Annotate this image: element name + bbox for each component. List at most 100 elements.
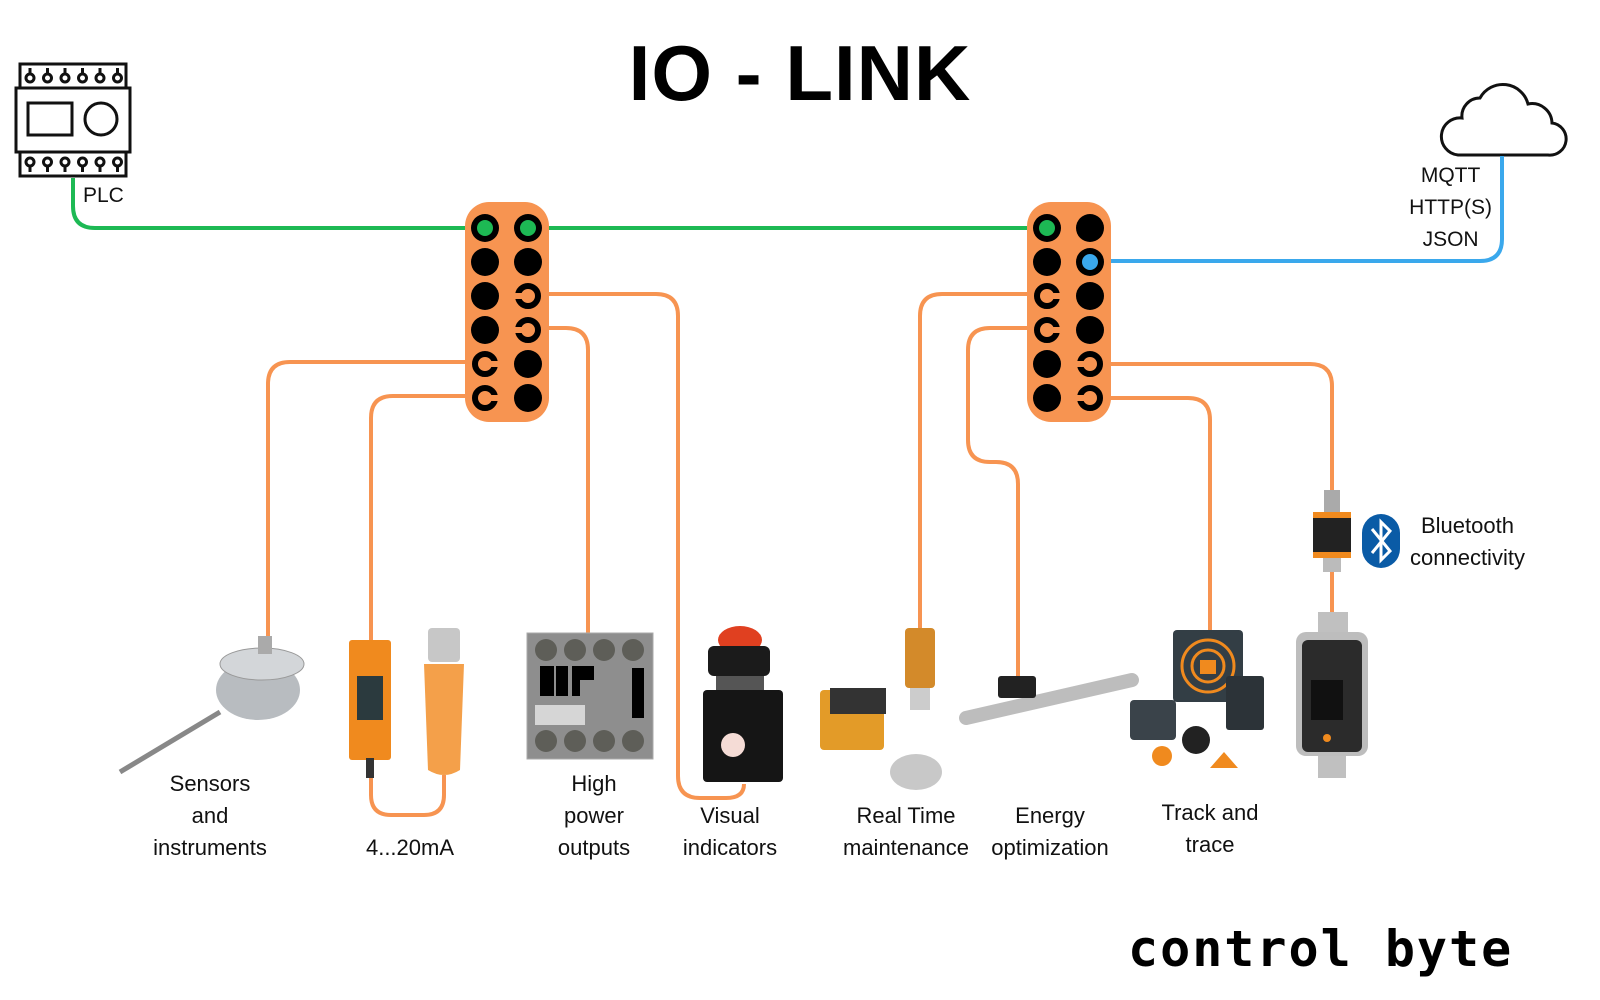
port-unused[interactable] <box>514 248 542 276</box>
port-connected[interactable] <box>1034 317 1063 343</box>
port-connector <box>477 220 493 236</box>
port-unused[interactable] <box>514 384 542 412</box>
wire-visual <box>528 292 746 800</box>
wire-master2-to-cloud <box>1090 156 1504 263</box>
io-link-master-2 <box>1027 202 1111 422</box>
label-line: instruments <box>153 835 267 860</box>
label-energy: Energy optimization <box>980 800 1120 864</box>
port-connected[interactable] <box>1074 385 1103 411</box>
label-line: indicators <box>682 835 778 860</box>
plc-label: PLC <box>83 184 124 207</box>
label-line: and <box>191 803 229 828</box>
bluetooth-adapter-icon <box>1313 490 1351 572</box>
bluetooth-icon <box>1362 514 1400 568</box>
port-unused[interactable] <box>1033 248 1061 276</box>
label-line: Visual <box>700 803 760 828</box>
flow-meter-icon <box>959 673 1139 725</box>
wire-maintenance <box>918 292 1046 630</box>
rfid-icon <box>1130 630 1264 768</box>
vibration-sensor-icon <box>820 628 942 790</box>
protocol-https: HTTP(S) <box>1409 196 1492 219</box>
label-analog: 4...20mA <box>340 832 480 864</box>
port-unused[interactable] <box>1033 350 1061 378</box>
port-connected[interactable] <box>472 351 501 377</box>
relay-terminal <box>535 639 557 661</box>
plc-icon <box>14 62 132 178</box>
wire-energy <box>966 326 1046 680</box>
label-line: trace <box>1185 832 1235 857</box>
cloud-icon <box>1439 82 1568 157</box>
protocol-mqtt: MQTT <box>1420 164 1481 187</box>
relay-terminal <box>564 730 586 752</box>
label-maintenance: Real Time maintenance <box>836 800 976 864</box>
port-connector <box>520 220 536 236</box>
wire-power <box>528 326 590 634</box>
label-bluetooth: Bluetooth connectivity <box>1410 510 1525 574</box>
wire-plc-to-master1 <box>71 178 485 230</box>
wire-track <box>1090 396 1212 632</box>
port-unused[interactable] <box>1076 316 1104 344</box>
plc-terminal <box>42 72 53 84</box>
plc-terminal <box>42 156 53 168</box>
wire-sensors <box>266 360 485 640</box>
label-line: 4...20mA <box>365 835 455 860</box>
control-byte-logo: control byte <box>1128 920 1514 978</box>
label-power: High power outputs <box>534 768 654 864</box>
plc-terminal <box>94 156 106 168</box>
port-unused[interactable] <box>1033 384 1061 412</box>
plc-terminal <box>94 72 106 84</box>
relay-terminal <box>564 639 586 661</box>
plc-terminal <box>112 156 123 168</box>
page-title: IO - LINK <box>628 29 972 117</box>
wire-analog <box>369 394 485 640</box>
relay-terminal <box>593 639 615 661</box>
label-line: power <box>564 803 624 828</box>
label-line: Track and <box>1161 800 1259 825</box>
port-unused[interactable] <box>1076 214 1104 242</box>
relay-terminal <box>622 639 644 661</box>
protocol-json: JSON <box>1422 228 1479 251</box>
port-connected[interactable] <box>512 317 541 343</box>
port-connected[interactable] <box>472 385 501 411</box>
label-line: Real Time <box>856 803 956 828</box>
port-unused[interactable] <box>471 248 499 276</box>
analog-converter-icon <box>349 628 464 778</box>
port-unused[interactable] <box>1076 282 1104 310</box>
indicator-light-icon <box>703 626 783 782</box>
device-wires <box>266 292 1334 817</box>
io-link-master-1 <box>465 202 549 422</box>
wire-analog-loop <box>369 770 446 817</box>
wire-bluetooth <box>1090 362 1334 490</box>
port-unused[interactable] <box>471 282 499 310</box>
label-sensors: Sensors and instruments <box>130 768 290 864</box>
label-line: Sensors <box>169 771 251 796</box>
label-line: Energy <box>1015 803 1085 828</box>
relay-terminal <box>593 730 615 752</box>
plc-terminal <box>77 72 88 84</box>
plc-terminal <box>24 72 36 84</box>
display-sensor-icon <box>1296 612 1368 778</box>
label-line: connectivity <box>1410 545 1525 570</box>
port-connector <box>1082 254 1098 270</box>
label-line: Bluetooth <box>1420 513 1514 538</box>
protocol-list: MQTT HTTP(S) JSON <box>1409 160 1492 256</box>
plc-terminal <box>112 72 123 84</box>
thermocouple-icon <box>118 636 305 775</box>
label-line: High <box>571 771 617 796</box>
port-connected[interactable] <box>512 283 541 309</box>
port-unused[interactable] <box>471 316 499 344</box>
label-line: maintenance <box>843 835 969 860</box>
port-connected[interactable] <box>1034 283 1063 309</box>
label-visual: Visual indicators <box>670 800 790 864</box>
relay-terminal <box>535 730 557 752</box>
plc-terminal <box>77 156 88 168</box>
label-track: Track and trace <box>1140 797 1280 861</box>
relay-icon <box>526 632 654 760</box>
plc-terminal <box>59 156 71 168</box>
relay-terminal <box>622 730 644 752</box>
port-unused[interactable] <box>514 350 542 378</box>
plc-terminal <box>59 72 71 84</box>
port-connected[interactable] <box>1074 351 1103 377</box>
